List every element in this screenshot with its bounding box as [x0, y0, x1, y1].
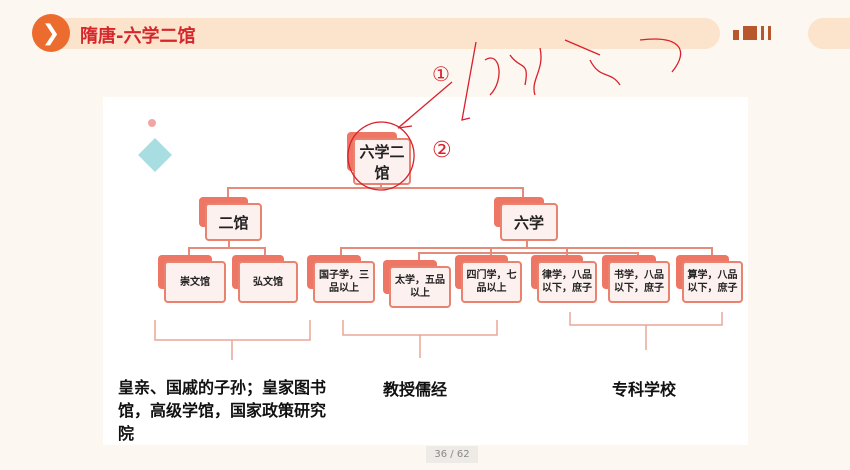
node-erguan: 二馆	[199, 197, 262, 241]
decorative-bars	[733, 26, 771, 40]
node-liuxue: 六学	[494, 197, 558, 241]
connector	[418, 252, 420, 264]
header-band	[40, 18, 720, 49]
note-zhuanke: 专科学校	[612, 380, 677, 399]
node-shuxue: 书学，八品以下，庶子	[602, 255, 670, 303]
connector	[566, 247, 568, 259]
chevron-right-icon: ❯	[32, 14, 70, 52]
node-taixue: 太学，五品以上	[383, 260, 451, 308]
node-hongwenguan: 弘文馆	[232, 255, 298, 303]
node-lvxue: 律学，八品以下，庶子	[531, 255, 597, 303]
note-erguan: 皇亲、国戚的子孙；皇家图书馆，高级学馆，国家政策研究院	[118, 378, 327, 443]
header-right-pill	[808, 18, 850, 49]
node-suanxue: 算学，八品以下，庶子	[676, 255, 743, 303]
connector	[340, 247, 342, 259]
node-root: 六学二馆	[347, 132, 411, 185]
connector	[228, 240, 230, 248]
connector	[264, 247, 266, 259]
slide-title: 隋唐-六学二馆	[80, 26, 196, 47]
page-indicator: 36 / 62	[426, 446, 478, 463]
connector	[227, 187, 524, 189]
annotation-mark-1: ①	[432, 62, 450, 86]
dot-decoration	[148, 119, 156, 127]
connector	[490, 247, 492, 259]
connector	[418, 252, 638, 254]
connector	[188, 247, 266, 249]
annotation-mark-2: ②	[432, 138, 452, 163]
connector	[522, 187, 524, 199]
connector	[526, 240, 528, 248]
node-simenxue: 四门学，七品以上	[455, 255, 522, 303]
connector	[340, 247, 712, 249]
connector	[711, 247, 713, 259]
node-chongwenguan: 崇文馆	[158, 255, 226, 303]
connector	[188, 247, 190, 259]
connector	[380, 183, 382, 189]
connector	[227, 187, 229, 199]
note-liuxue: 教授儒经	[383, 380, 448, 399]
node-guozixue: 国子学，三品以上	[307, 255, 375, 303]
